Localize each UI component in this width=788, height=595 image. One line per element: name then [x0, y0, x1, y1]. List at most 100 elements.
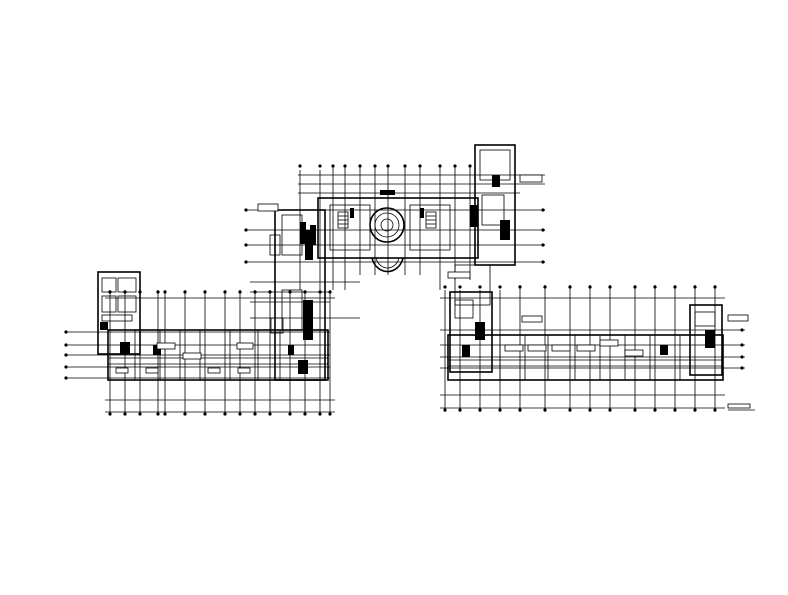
axis-marker: [331, 164, 335, 168]
axis-marker: [318, 164, 322, 168]
axis-marker: [568, 285, 572, 289]
stair: [101, 314, 133, 322]
axis-marker: [588, 408, 592, 412]
axis-marker: [498, 408, 502, 412]
label-tag: [519, 174, 543, 183]
axis-marker: [138, 412, 142, 416]
axis-marker: [543, 285, 547, 289]
fixture: [298, 360, 308, 374]
axis-marker: [318, 290, 322, 294]
axis-marker: [358, 164, 362, 168]
axis-marker: [64, 353, 68, 357]
fixture: [153, 345, 161, 355]
axis-marker: [268, 290, 272, 294]
axis-marker: [740, 366, 744, 370]
column-block: [420, 208, 424, 218]
atrium-inner-circle: [374, 212, 400, 238]
axis-marker: [238, 412, 242, 416]
axis-marker: [156, 290, 160, 294]
axis-marker: [123, 290, 127, 294]
west-wing: [65, 271, 335, 415]
label-tag: [727, 314, 749, 322]
axis-marker: [608, 408, 612, 412]
axis-marker: [713, 408, 717, 412]
column-block: [380, 190, 395, 195]
east-wing-link-tower: [449, 291, 493, 373]
axis-marker: [288, 290, 292, 294]
column-block: [300, 222, 306, 244]
axis-marker: [443, 285, 447, 289]
central-hall-walls: [317, 197, 479, 259]
axis-marker: [108, 412, 112, 416]
stair-core: [462, 345, 470, 357]
axis-marker: [123, 412, 127, 416]
room: [281, 214, 303, 256]
entrance-arc-inner: [375, 257, 400, 269]
axis-marker: [568, 408, 572, 412]
label-tag: [257, 203, 279, 212]
west-wing-walls: [107, 329, 329, 381]
axis-marker: [183, 412, 187, 416]
room-tag: [207, 367, 221, 374]
axis-marker: [238, 290, 242, 294]
room-tag: [624, 349, 644, 357]
axis-marker: [541, 208, 545, 212]
axis-marker: [478, 408, 482, 412]
grid-axis-markers: [64, 164, 744, 416]
axis-marker: [541, 260, 545, 264]
axis-marker: [403, 164, 407, 168]
axis-marker: [223, 290, 227, 294]
stair-core: [705, 330, 715, 348]
room: [454, 299, 474, 319]
east-wing-walls: [447, 334, 724, 381]
axis-marker: [673, 285, 677, 289]
room: [481, 194, 505, 226]
axis-marker: [541, 228, 545, 232]
connector-tower-east: [474, 144, 516, 266]
column-block: [350, 208, 354, 218]
axis-marker: [443, 408, 447, 412]
axis-marker: [458, 408, 462, 412]
axis-marker: [541, 243, 545, 247]
stair-core: [120, 342, 130, 354]
column-block: [470, 205, 478, 227]
room-tag: [145, 367, 159, 374]
axis-marker: [438, 164, 442, 168]
axis-marker: [64, 376, 68, 380]
axis-marker: [244, 208, 248, 212]
axis-marker: [156, 412, 160, 416]
label-tag: [521, 315, 543, 323]
axis-marker: [653, 285, 657, 289]
axis-marker: [713, 285, 717, 289]
axis-marker: [303, 290, 307, 294]
axis-marker: [608, 285, 612, 289]
axis-marker: [518, 285, 522, 289]
room: [694, 311, 716, 327]
axis-marker: [740, 328, 744, 332]
axis-marker: [303, 412, 307, 416]
axis-marker: [223, 412, 227, 416]
atrium-circle: [369, 207, 405, 243]
axis-marker: [633, 285, 637, 289]
stair-core: [100, 322, 108, 330]
axis-marker: [693, 285, 697, 289]
axis-marker: [268, 412, 272, 416]
axis-marker: [653, 408, 657, 412]
room: [101, 277, 117, 293]
axis-marker: [253, 412, 257, 416]
axis-marker: [64, 343, 68, 347]
axis-marker: [343, 164, 347, 168]
axis-marker: [588, 285, 592, 289]
room: [101, 295, 117, 313]
axis-marker: [64, 365, 68, 369]
axis-marker: [64, 330, 68, 334]
axis-marker: [458, 285, 462, 289]
axis-marker: [253, 290, 257, 294]
link-corridor: [454, 264, 491, 306]
stair-core: [305, 230, 313, 260]
grid-lines: [109, 290, 331, 415]
room-tag: [237, 367, 251, 374]
east-wing: [440, 285, 755, 412]
axis-marker: [108, 290, 112, 294]
axis-marker: [244, 228, 248, 232]
